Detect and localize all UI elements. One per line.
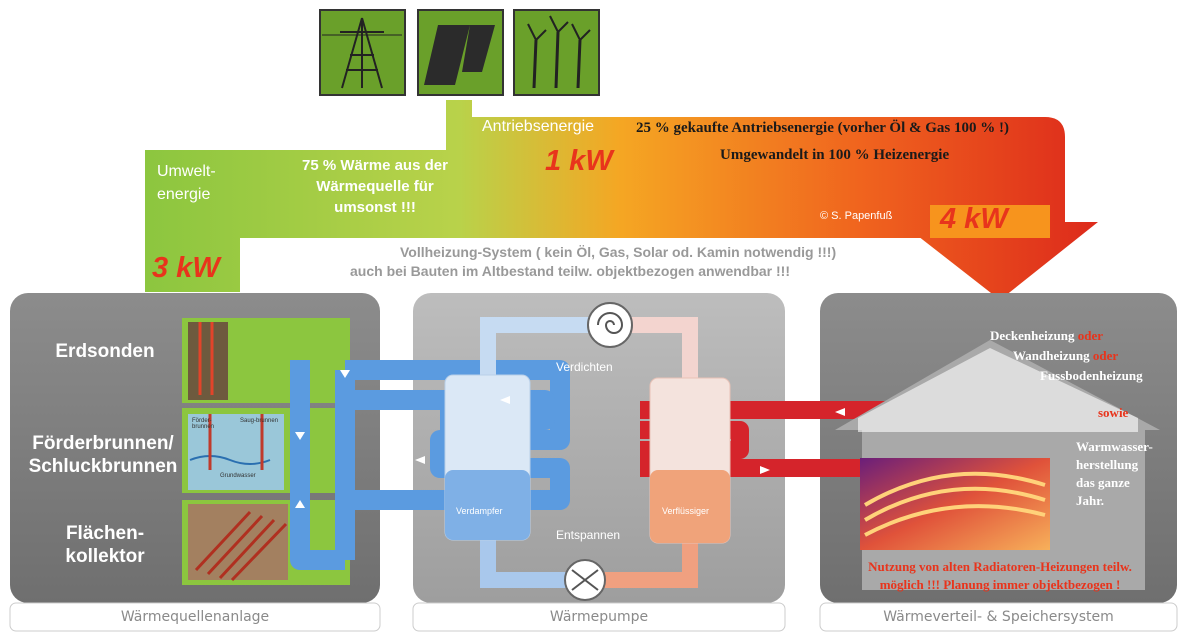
- ceiling-heating-label: Deckenheizung: [990, 328, 1075, 343]
- floor-heating-label: Fussbodenheizung: [1040, 368, 1143, 383]
- antrieb-label: Antriebsenergie: [482, 118, 595, 135]
- ww-line-4: Jahr.: [1076, 493, 1105, 508]
- flaechen-label: Flächen- kollektor: [30, 522, 180, 568]
- or-2: oder: [1092, 348, 1119, 363]
- brunnen-label-1: Förderbrunnen/: [32, 433, 174, 454]
- system-note-1: Vollheizung-System ( kein Öl, Gas, Solar…: [400, 244, 837, 260]
- radiator-note: Nutzung von alten Radiatoren-Heizungen t…: [830, 558, 1170, 594]
- radiator-note-2: möglich !!! Planung immer objektbezogen …: [879, 577, 1121, 592]
- free-heat-line-1: 75 % Wärme aus der: [302, 157, 448, 174]
- ww-line-3: das ganze: [1076, 475, 1130, 490]
- warm-water-text: Warmwasser- herstellung das ganze Jahr.: [1076, 438, 1153, 510]
- power-pylon-icon: [319, 9, 406, 96]
- brunnen-label-2: Schluckbrunnen: [28, 456, 178, 477]
- well-left-label: Förder-brunnen: [192, 418, 215, 430]
- solar-panel-icon: [417, 9, 504, 96]
- groundwater-label: Grundwasser: [220, 473, 256, 479]
- borehole-image: [182, 318, 350, 403]
- panel-label-source: Wärmequellenanlage: [120, 609, 270, 625]
- verdichten-label: Verdichten: [556, 360, 613, 374]
- refrigerant-loop: [480, 317, 698, 588]
- radiator-note-1: Nutzung von alten Radiatoren-Heizungen t…: [868, 559, 1132, 574]
- wall-heating-label: Wandheizung: [1013, 348, 1090, 363]
- ceiling-heating-line: Deckenheizung oder: [990, 328, 1103, 344]
- kw-env: 3 kW: [152, 252, 220, 284]
- flaechen-label-2: kollektor: [65, 546, 145, 567]
- umwelt-label-1: Umwelt-: [157, 163, 216, 180]
- kw-out: 4 kW: [940, 203, 1008, 235]
- panel-label-distribution: Wärmeverteil- & Speichersystem: [883, 609, 1114, 625]
- system-note-2: auch bei Bauten im Altbestand teilw. obj…: [350, 263, 791, 279]
- panel-label-pump: Wärmepumpe: [549, 609, 649, 625]
- sowie-label: sowie: [1098, 405, 1129, 420]
- collector-image: [182, 500, 350, 585]
- or-1: oder: [1077, 328, 1104, 343]
- drive-note-1: 25 % gekaufte Antriebsenergie (vorher Öl…: [636, 120, 1010, 136]
- verfluessiger-label: Verflüssiger: [662, 506, 710, 516]
- well-right-label: Saug-brunnen: [240, 418, 279, 424]
- verdampfer-label: Verdampfer: [456, 506, 503, 516]
- floor-heating-image: [860, 458, 1050, 550]
- ww-line-1: Warmwasser-: [1076, 439, 1153, 454]
- free-heat-line-3: umsonst !!!: [334, 199, 416, 216]
- wind-turbine-icon: [513, 9, 600, 96]
- drive-note-2: Umgewandelt in 100 % Heizenergie: [720, 147, 950, 163]
- compressor-icon: [587, 302, 633, 348]
- brunnen-label: Förderbrunnen/ Schluckbrunnen: [18, 432, 188, 478]
- well-image: [182, 408, 350, 493]
- copyright: © S. Papenfuß: [820, 210, 893, 222]
- output-kw-box: [930, 205, 1050, 238]
- free-heat-note: 75 % Wärme aus der Wärmequelle für umson…: [270, 155, 480, 218]
- ww-line-2: herstellung: [1076, 457, 1139, 472]
- kw-drive: 1 kW: [545, 145, 613, 177]
- umwelt-label-2: energie: [157, 186, 211, 203]
- flaechen-label-1: Flächen-: [65, 523, 145, 544]
- wall-heating-line: Wandheizung oder: [1013, 348, 1118, 364]
- erdsonden-label: Erdsonden: [55, 341, 155, 362]
- entspannen-label: Entspannen: [556, 528, 621, 542]
- free-heat-line-2: Wärmequelle für: [316, 178, 434, 195]
